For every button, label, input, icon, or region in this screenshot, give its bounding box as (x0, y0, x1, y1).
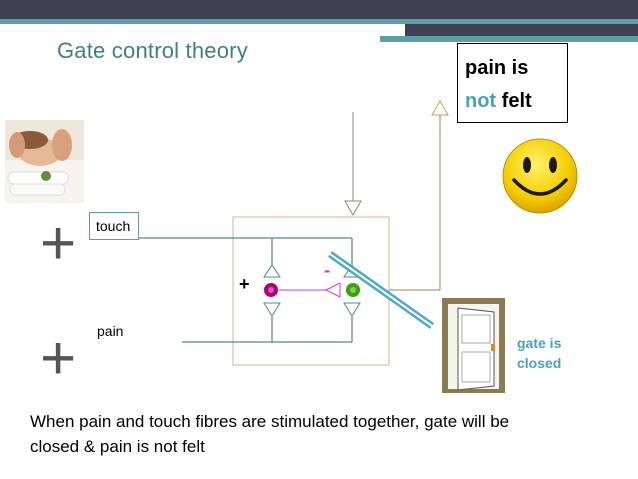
pain-synapse-left (263, 302, 281, 317)
gate-bar (327, 251, 435, 329)
excitatory-plus: + (239, 274, 250, 294)
result-felt: felt (501, 90, 532, 112)
plus-sign-touch: + (40, 209, 77, 278)
touch-label-box: touch (89, 212, 139, 240)
header-band-dark (0, 0, 638, 19)
smiley-face-icon (485, 137, 597, 215)
pain-label: pain (97, 323, 124, 339)
caption-text: When pain and touch fibres are stimulate… (30, 409, 630, 459)
caption-line1: When pain and touch fibres are stimulate… (30, 412, 510, 431)
header-tab-dark (405, 24, 638, 36)
result-line2: not felt (465, 85, 567, 118)
caption-line2: closed & pain is not felt (30, 437, 205, 456)
slide-title: Gate control theory (57, 38, 248, 63)
gate-state-label: gate is closed (517, 333, 561, 373)
output-line (389, 115, 441, 291)
spa-massage-photo (5, 120, 84, 203)
header-band-teal (0, 19, 638, 24)
touch-synapse-left (263, 264, 281, 278)
inhibitory-minus: - (324, 260, 330, 280)
header-tab-teal (380, 36, 638, 42)
door-icon (442, 298, 505, 393)
gate-state-line2: closed (517, 355, 562, 371)
result-not: not (465, 90, 497, 112)
gate-state-line1: gate is (517, 335, 562, 351)
pain-not-felt-box: pain is not felt (457, 43, 568, 123)
result-line1: pain is (465, 57, 529, 79)
plus-sign-pain: + (40, 324, 77, 393)
descending-arrow (344, 200, 362, 217)
pain-synapse-right (343, 302, 361, 317)
inhibitory-arrowhead (324, 282, 341, 298)
output-arrow (431, 99, 449, 116)
spinal-cord-box (232, 216, 390, 366)
touch-label: touch (96, 218, 131, 234)
